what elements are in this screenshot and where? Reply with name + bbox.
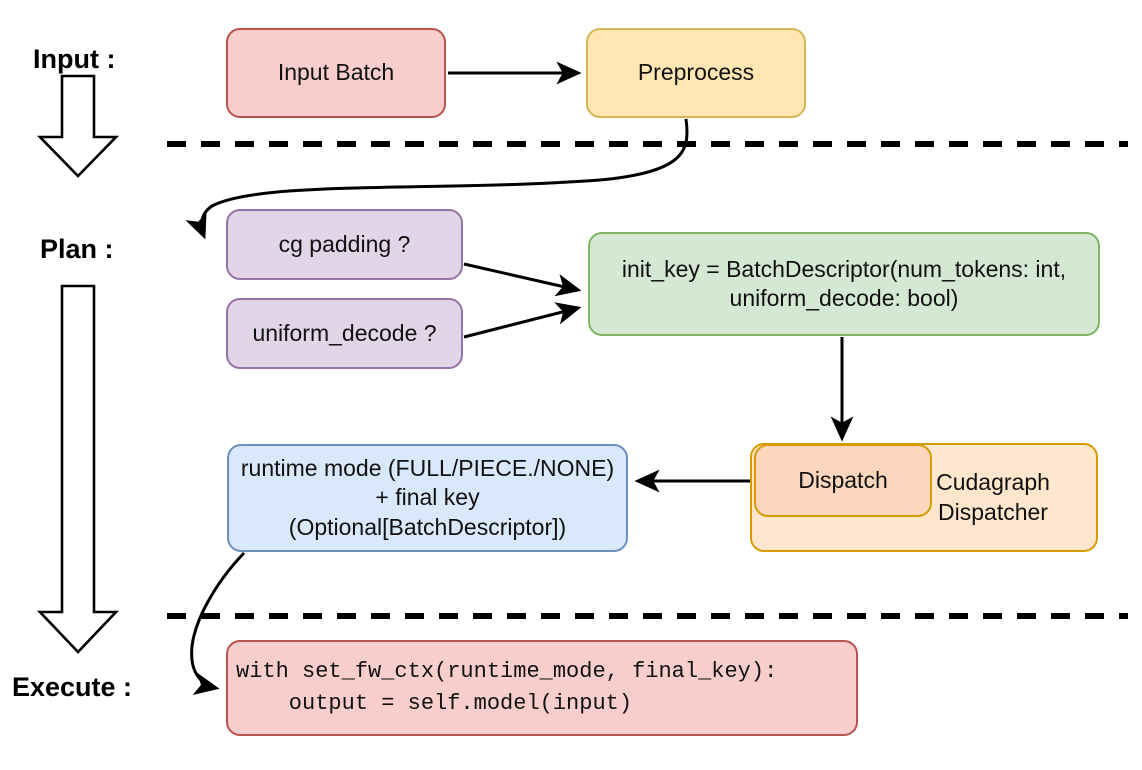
- flow-arrow-input-to-plan: [36, 74, 120, 178]
- node-preprocess-label: Preprocess: [637, 59, 755, 86]
- node-execute-code-text: with set_fw_ctx(runtime_mode, final_key)…: [236, 659, 778, 716]
- node-uniform-decode[interactable]: uniform_decode ?: [226, 298, 463, 369]
- node-init-key-label: init_key = BatchDescriptor(num_tokens: i…: [621, 255, 1067, 311]
- node-preprocess[interactable]: Preprocess: [586, 28, 806, 118]
- connector-cg-padding-to-init-key: [463, 262, 582, 297]
- node-cg-padding[interactable]: cg padding ?: [226, 209, 463, 280]
- node-execute-code[interactable]: with set_fw_ctx(runtime_mode, final_key)…: [226, 640, 858, 736]
- node-runtime-mode-label: runtime mode (FULL/PIECE./NONE) + final …: [240, 454, 615, 540]
- node-input-batch-label: Input Batch: [277, 59, 395, 86]
- node-dispatch-label: Dispatch: [798, 466, 888, 493]
- connector-uniform-decode-to-init-key: [463, 302, 582, 339]
- node-dispatch[interactable]: Dispatch: [754, 444, 932, 517]
- stage-label-execute: Execute :: [12, 672, 133, 702]
- node-cudagraph-dispatcher-label: Cudagraph Dispatcher: [936, 469, 1050, 525]
- node-uniform-decode-label: uniform_decode ?: [252, 319, 437, 346]
- stage-label-input: Input :: [33, 44, 116, 74]
- node-input-batch[interactable]: Input Batch: [226, 28, 446, 118]
- flow-arrow-plan-to-execute: [36, 284, 120, 654]
- stage-label-plan: Plan :: [40, 234, 114, 264]
- node-cg-padding-label: cg padding ?: [278, 230, 411, 257]
- node-runtime-mode[interactable]: runtime mode (FULL/PIECE./NONE) + final …: [227, 444, 628, 552]
- node-init-key[interactable]: init_key = BatchDescriptor(num_tokens: i…: [588, 232, 1100, 336]
